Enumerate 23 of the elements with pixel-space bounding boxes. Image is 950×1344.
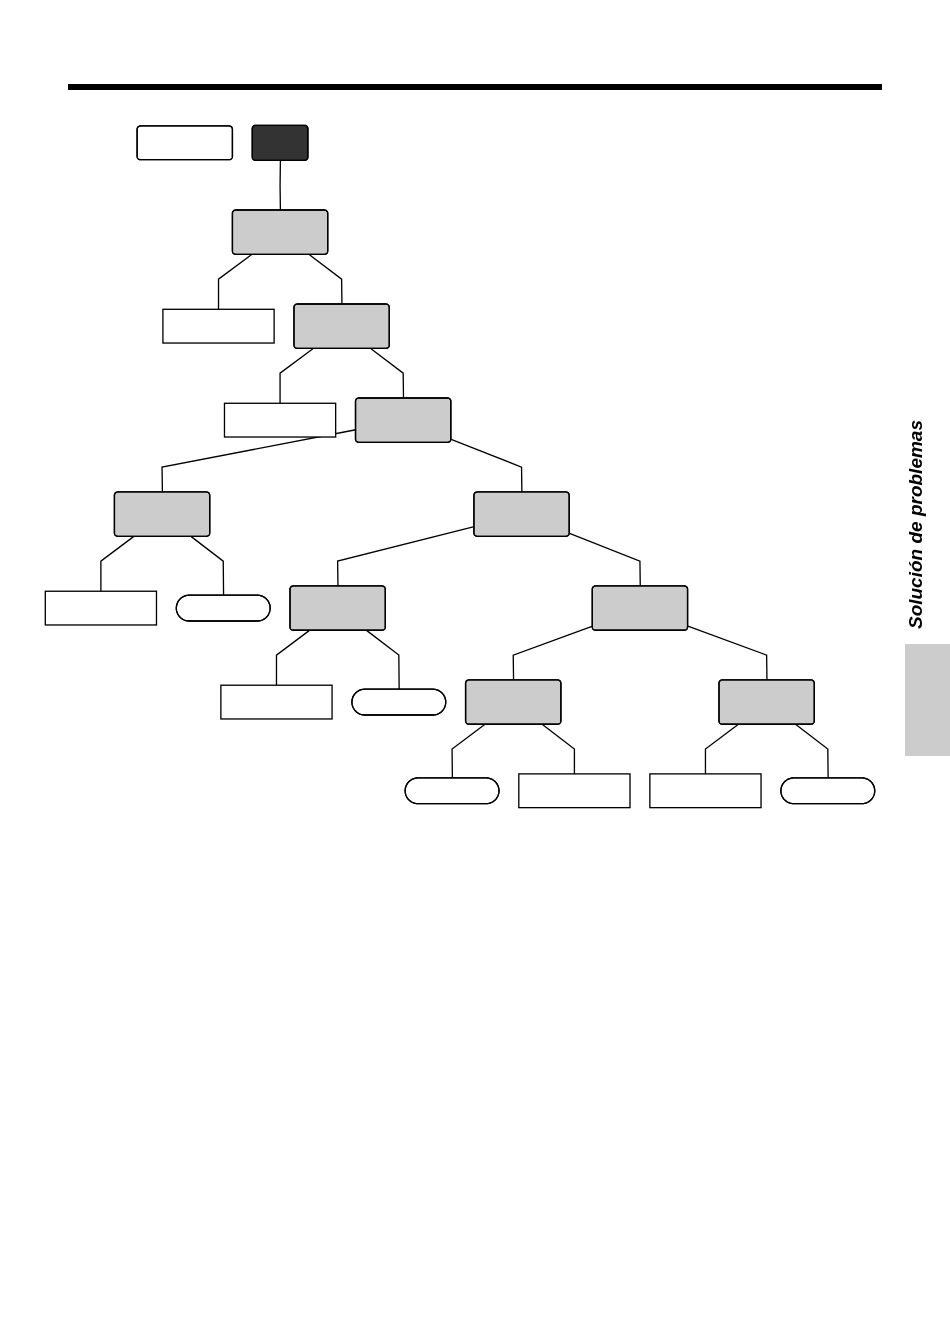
node-box (220, 684, 333, 720)
connector (687, 625, 768, 681)
connector (541, 723, 576, 775)
node-box (162, 308, 275, 344)
connector (568, 532, 641, 587)
node-box (649, 773, 762, 809)
connector (704, 723, 739, 775)
connector (795, 723, 829, 779)
section-tab: Solución de problemas (905, 420, 950, 757)
connector (308, 254, 343, 305)
connector (190, 535, 225, 597)
connector (279, 348, 314, 404)
node-box (518, 773, 631, 809)
node-box (44, 590, 158, 626)
connector (275, 629, 310, 686)
connector (366, 629, 400, 691)
connector (370, 348, 405, 399)
connector (451, 723, 486, 779)
connector (217, 254, 252, 310)
node-box (223, 402, 337, 438)
connector (279, 160, 282, 211)
connector (450, 438, 523, 493)
connector (100, 535, 135, 592)
